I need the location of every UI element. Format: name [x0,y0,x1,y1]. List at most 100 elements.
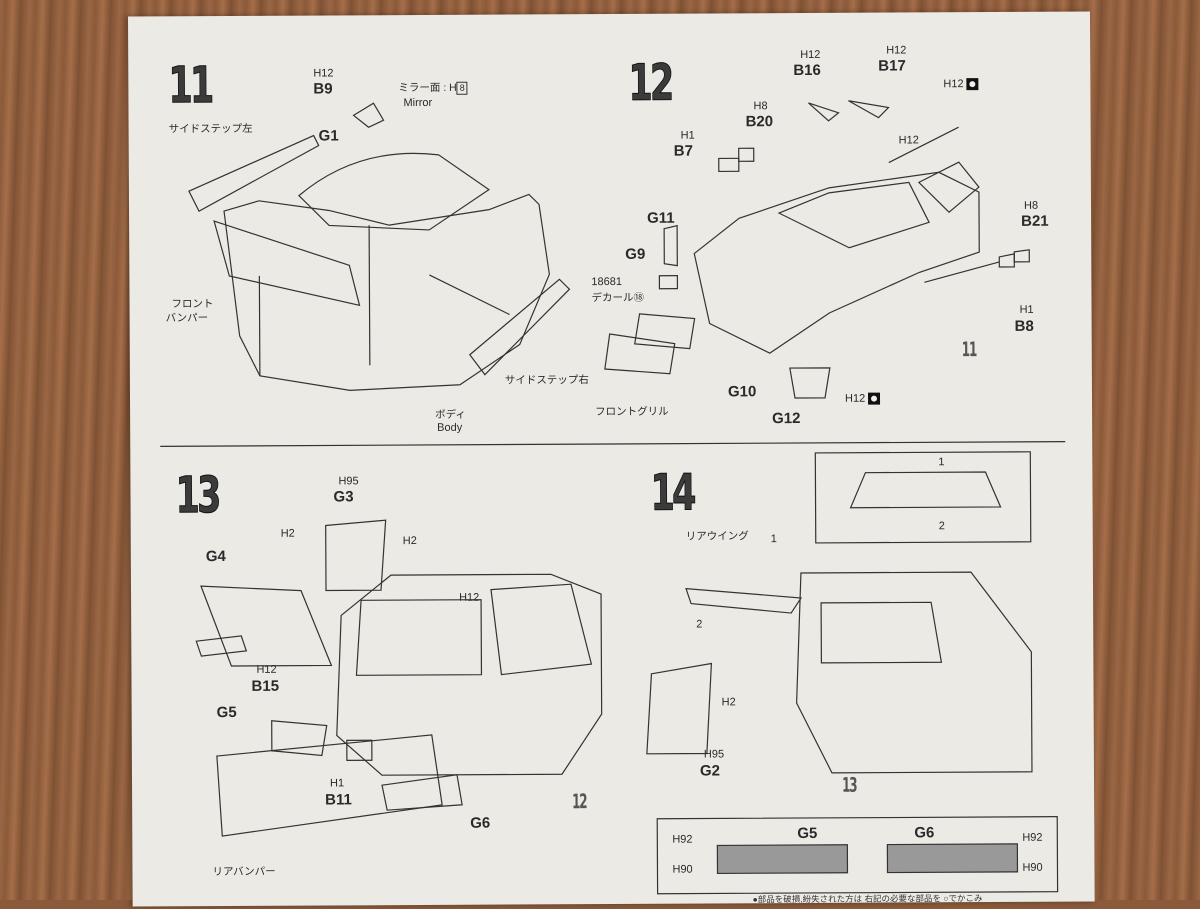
step14-inset-frame [814,451,1032,544]
h12-13: H12 [459,591,480,604]
b15-color: H12 [256,663,277,676]
g9-label: G9 [625,245,646,263]
rear-car-13 [336,573,603,776]
quarter-glass-g3 [325,519,387,592]
rear-car-14 [796,571,1033,774]
b21-part [1013,249,1030,263]
b15-part [195,635,248,657]
rear-wing-label: リアウイング [685,530,749,543]
b15-label: B15 [251,677,280,695]
inset-part-1: 1 [938,456,945,469]
color-table-frame [656,816,1059,895]
b7-color: H1 [680,129,695,142]
side-step-left-label: サイドステップ左 [168,122,253,136]
decal-label: デカール⑱ [591,291,645,305]
h92-right: H92 [1022,831,1043,844]
section-divider [160,441,1066,447]
g10-label: G10 [727,383,757,401]
g5-swatch [716,844,849,875]
g11-part [663,224,678,267]
g2-label: G2 [699,762,721,780]
quarter-glass-g2 [646,662,713,755]
windshield-12 [777,181,930,249]
color-dot-icon-2 [868,392,881,405]
line-drawings [160,100,1066,895]
front-bumper-label-1: フロント [171,298,214,311]
g12-label: G12 [772,410,801,428]
g9-part [658,275,679,290]
g6-label: G6 [470,814,491,832]
g5-box-label: G5 [797,824,818,843]
side-window-12 [917,161,980,214]
b11-color: H1 [329,777,345,790]
body-shell-11 [223,193,550,391]
side-step-left [188,134,320,212]
h12-dot2-label: H12 [845,392,881,405]
g11-label: G11 [647,209,675,227]
b7-part [718,157,740,173]
car-12 [693,171,980,354]
b8-label: B8 [1014,317,1034,335]
h12-roof: H12 [898,134,919,147]
ref-mark-11: 11 [961,337,977,362]
ref-mark-13: 13 [841,772,857,797]
ref-mark-12: 12 [572,789,587,814]
step-number-11: 11 [168,56,212,115]
body-en-label: Body [437,421,463,434]
rear-wing [685,587,803,614]
g2-color: H95 [703,748,725,761]
color-dot-icon [966,78,979,91]
g6-swatch [886,843,1019,874]
b20-part [738,147,755,162]
step-number-14: 14 [650,463,694,522]
wing-inset [849,471,1002,509]
g6-box-label: G6 [914,824,935,842]
b16-part [808,102,840,122]
footer-note: ●部品を破損,紛失された方は 右記の必要な部品を ○でかこみ [752,893,983,905]
g5-label: G5 [216,703,237,722]
inset-part-2: 2 [938,520,945,533]
front-bumper-label-2: バンパー [165,312,209,325]
front-grille [604,333,676,375]
b9-color: H12 [313,67,334,80]
mirror-b9 [352,102,385,128]
hood-g1 [298,152,490,231]
step-number-12: 12 [628,53,672,112]
g6-part [381,774,463,811]
side-step-right-label: サイドステップ右 [504,374,589,387]
h90-right: H90 [1022,861,1043,874]
b20-color: H8 [753,100,768,113]
b16-color: H12 [800,48,821,61]
b16-label: B16 [793,61,821,80]
g5-part [271,720,328,757]
mirror-en-label: Mirror [403,96,433,110]
b11-part [346,739,373,761]
b8-part [998,253,1015,268]
front-grille-label: フロントグリル [595,405,669,419]
b9-label: B9 [313,80,333,98]
b21-label: B21 [1021,212,1049,230]
grille-mesh [634,313,696,350]
h92-left: H92 [672,833,693,846]
b17-color: H12 [886,44,907,57]
front-bumper-11 [213,220,361,307]
side-window-13 [490,583,593,676]
decal-number: 18681 [591,275,623,289]
body-jp-label: ボディ [435,408,466,421]
g3-color: H95 [338,475,359,488]
g1-label: G1 [318,127,339,145]
g4-label: G4 [205,548,226,566]
rear-glass-g4 [200,585,333,667]
g3-label: G3 [333,488,354,506]
h2-c: H2 [721,696,736,709]
h2-a: H2 [280,527,295,540]
rear-window-13 [355,599,483,676]
b7-label: B7 [673,142,693,160]
step-number-13: 13 [175,466,219,525]
h12-dot-label: H12 [943,78,979,91]
b8-color: H1 [1019,303,1034,316]
b17-part [848,100,890,119]
rear-bumper-label: リアバンパー [212,865,276,879]
